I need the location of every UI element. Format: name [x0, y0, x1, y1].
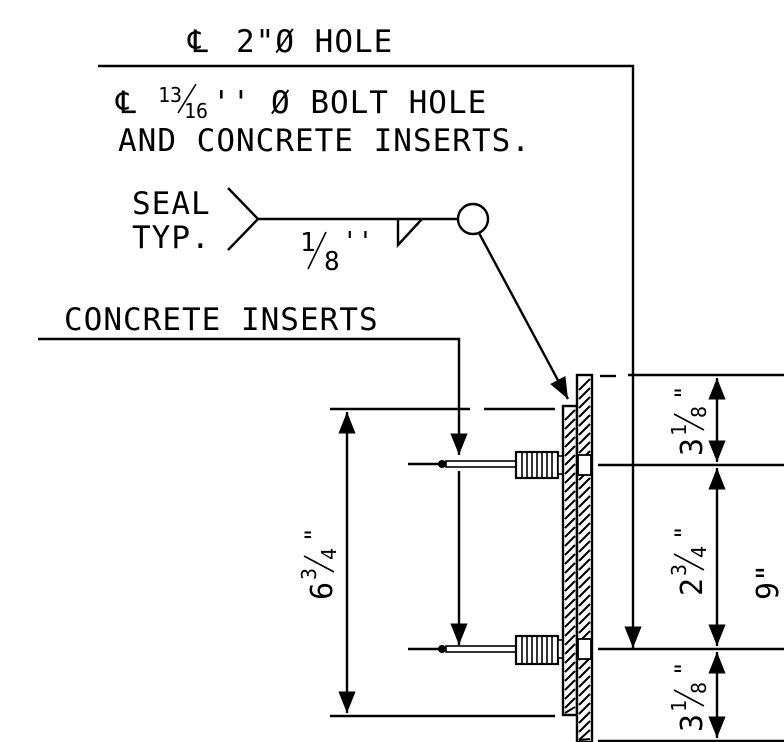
front-plate	[575, 373, 594, 742]
callout-bolt-hole: ℄ 13 16 '' Ø BOLT HOLE AND CONCRETE INSE…	[115, 83, 531, 159]
svg-text:1: 1	[667, 700, 691, 712]
concrete-inserts-line2: AND CONCRETE INSERTS.	[118, 123, 531, 159]
insert-top	[408, 450, 565, 480]
weld-tail	[227, 187, 260, 251]
dim-den: 4	[317, 548, 341, 560]
insert-top-threads	[521, 452, 553, 478]
back-plate-hatching	[564, 409, 576, 714]
bolt-hole-label: '' Ø BOLT HOLE	[212, 85, 487, 121]
svg-text:8: 8	[687, 406, 711, 418]
back-plate	[561, 404, 579, 717]
bolt-hole-fraction-bar	[177, 83, 197, 114]
svg-text:": "	[670, 526, 698, 540]
svg-text:": "	[670, 386, 698, 400]
insert-bottom	[408, 634, 565, 666]
dim-num: 3	[297, 568, 321, 580]
seal-label: SEAL	[132, 186, 211, 222]
svg-text:4: 4	[687, 546, 711, 558]
dim-text-bottom-gap: 3 1 8 "	[667, 662, 711, 732]
bolt-hole-bottom	[577, 638, 592, 660]
dim-bar	[303, 555, 335, 573]
bolt-hole-fraction-den: 16	[184, 99, 208, 123]
svg-text:1: 1	[667, 424, 691, 436]
weld-size-den: 8	[324, 247, 340, 277]
dim-text-top-gap: 3 1 8 "	[667, 386, 711, 456]
dim-unit: "	[300, 528, 328, 542]
svg-text:8: 8	[687, 682, 711, 694]
insert-bottom-threads	[521, 636, 553, 664]
hole-2in-leader	[98, 64, 642, 648]
weld-size-num: 1	[300, 228, 316, 258]
svg-text:": "	[670, 662, 698, 676]
weld-all-around-icon	[456, 202, 490, 236]
callout-concrete-inserts: CONCRETE INSERTS	[38, 302, 468, 645]
concrete-inserts-label: CONCRETE INSERTS	[64, 302, 379, 338]
insert-bottom-tip	[438, 645, 446, 653]
insert-top-rod	[445, 460, 517, 468]
dim-text-overall: 6 3 4 "	[297, 528, 341, 600]
bolt-hole-fraction-num: 13	[158, 83, 182, 107]
svg-text:3: 3	[675, 714, 710, 732]
typ-label: TYP.	[132, 220, 211, 256]
concrete-inserts-leader-top	[38, 337, 468, 455]
callout-2in-hole: ℄ 2"Ø HOLE	[98, 24, 642, 648]
svg-text:9": 9"	[751, 564, 784, 600]
weld-symbol: SEAL TYP. 1 8 ''	[132, 186, 570, 400]
insert-bottom-rod	[445, 645, 517, 653]
dimension-overall-left: 6 3 4 "	[297, 407, 555, 718]
fillet-weld-icon	[396, 218, 423, 249]
centerline-symbol-2: ℄	[115, 85, 137, 121]
svg-text:3: 3	[675, 438, 710, 456]
weld-size-inch: ''	[342, 227, 373, 257]
weld-size-bar	[307, 231, 327, 270]
dimension-stack-right: 3 1 8 " 2 3 4 " 3 1 8 " 9"	[598, 373, 784, 742]
bolt-hole-top	[577, 454, 592, 476]
insert-top-tip	[438, 460, 446, 468]
dim-text-overall-right: 9"	[751, 564, 784, 600]
svg-text:3: 3	[667, 564, 691, 576]
dim-text-mid-gap: 2 3 4 "	[667, 526, 711, 596]
centerline-symbol: ℄	[187, 24, 209, 60]
svg-text:2: 2	[675, 578, 710, 596]
hole-2in-label: 2"Ø HOLE	[236, 24, 393, 60]
weld-arrow	[477, 232, 570, 400]
dim-whole: 6	[305, 582, 340, 600]
